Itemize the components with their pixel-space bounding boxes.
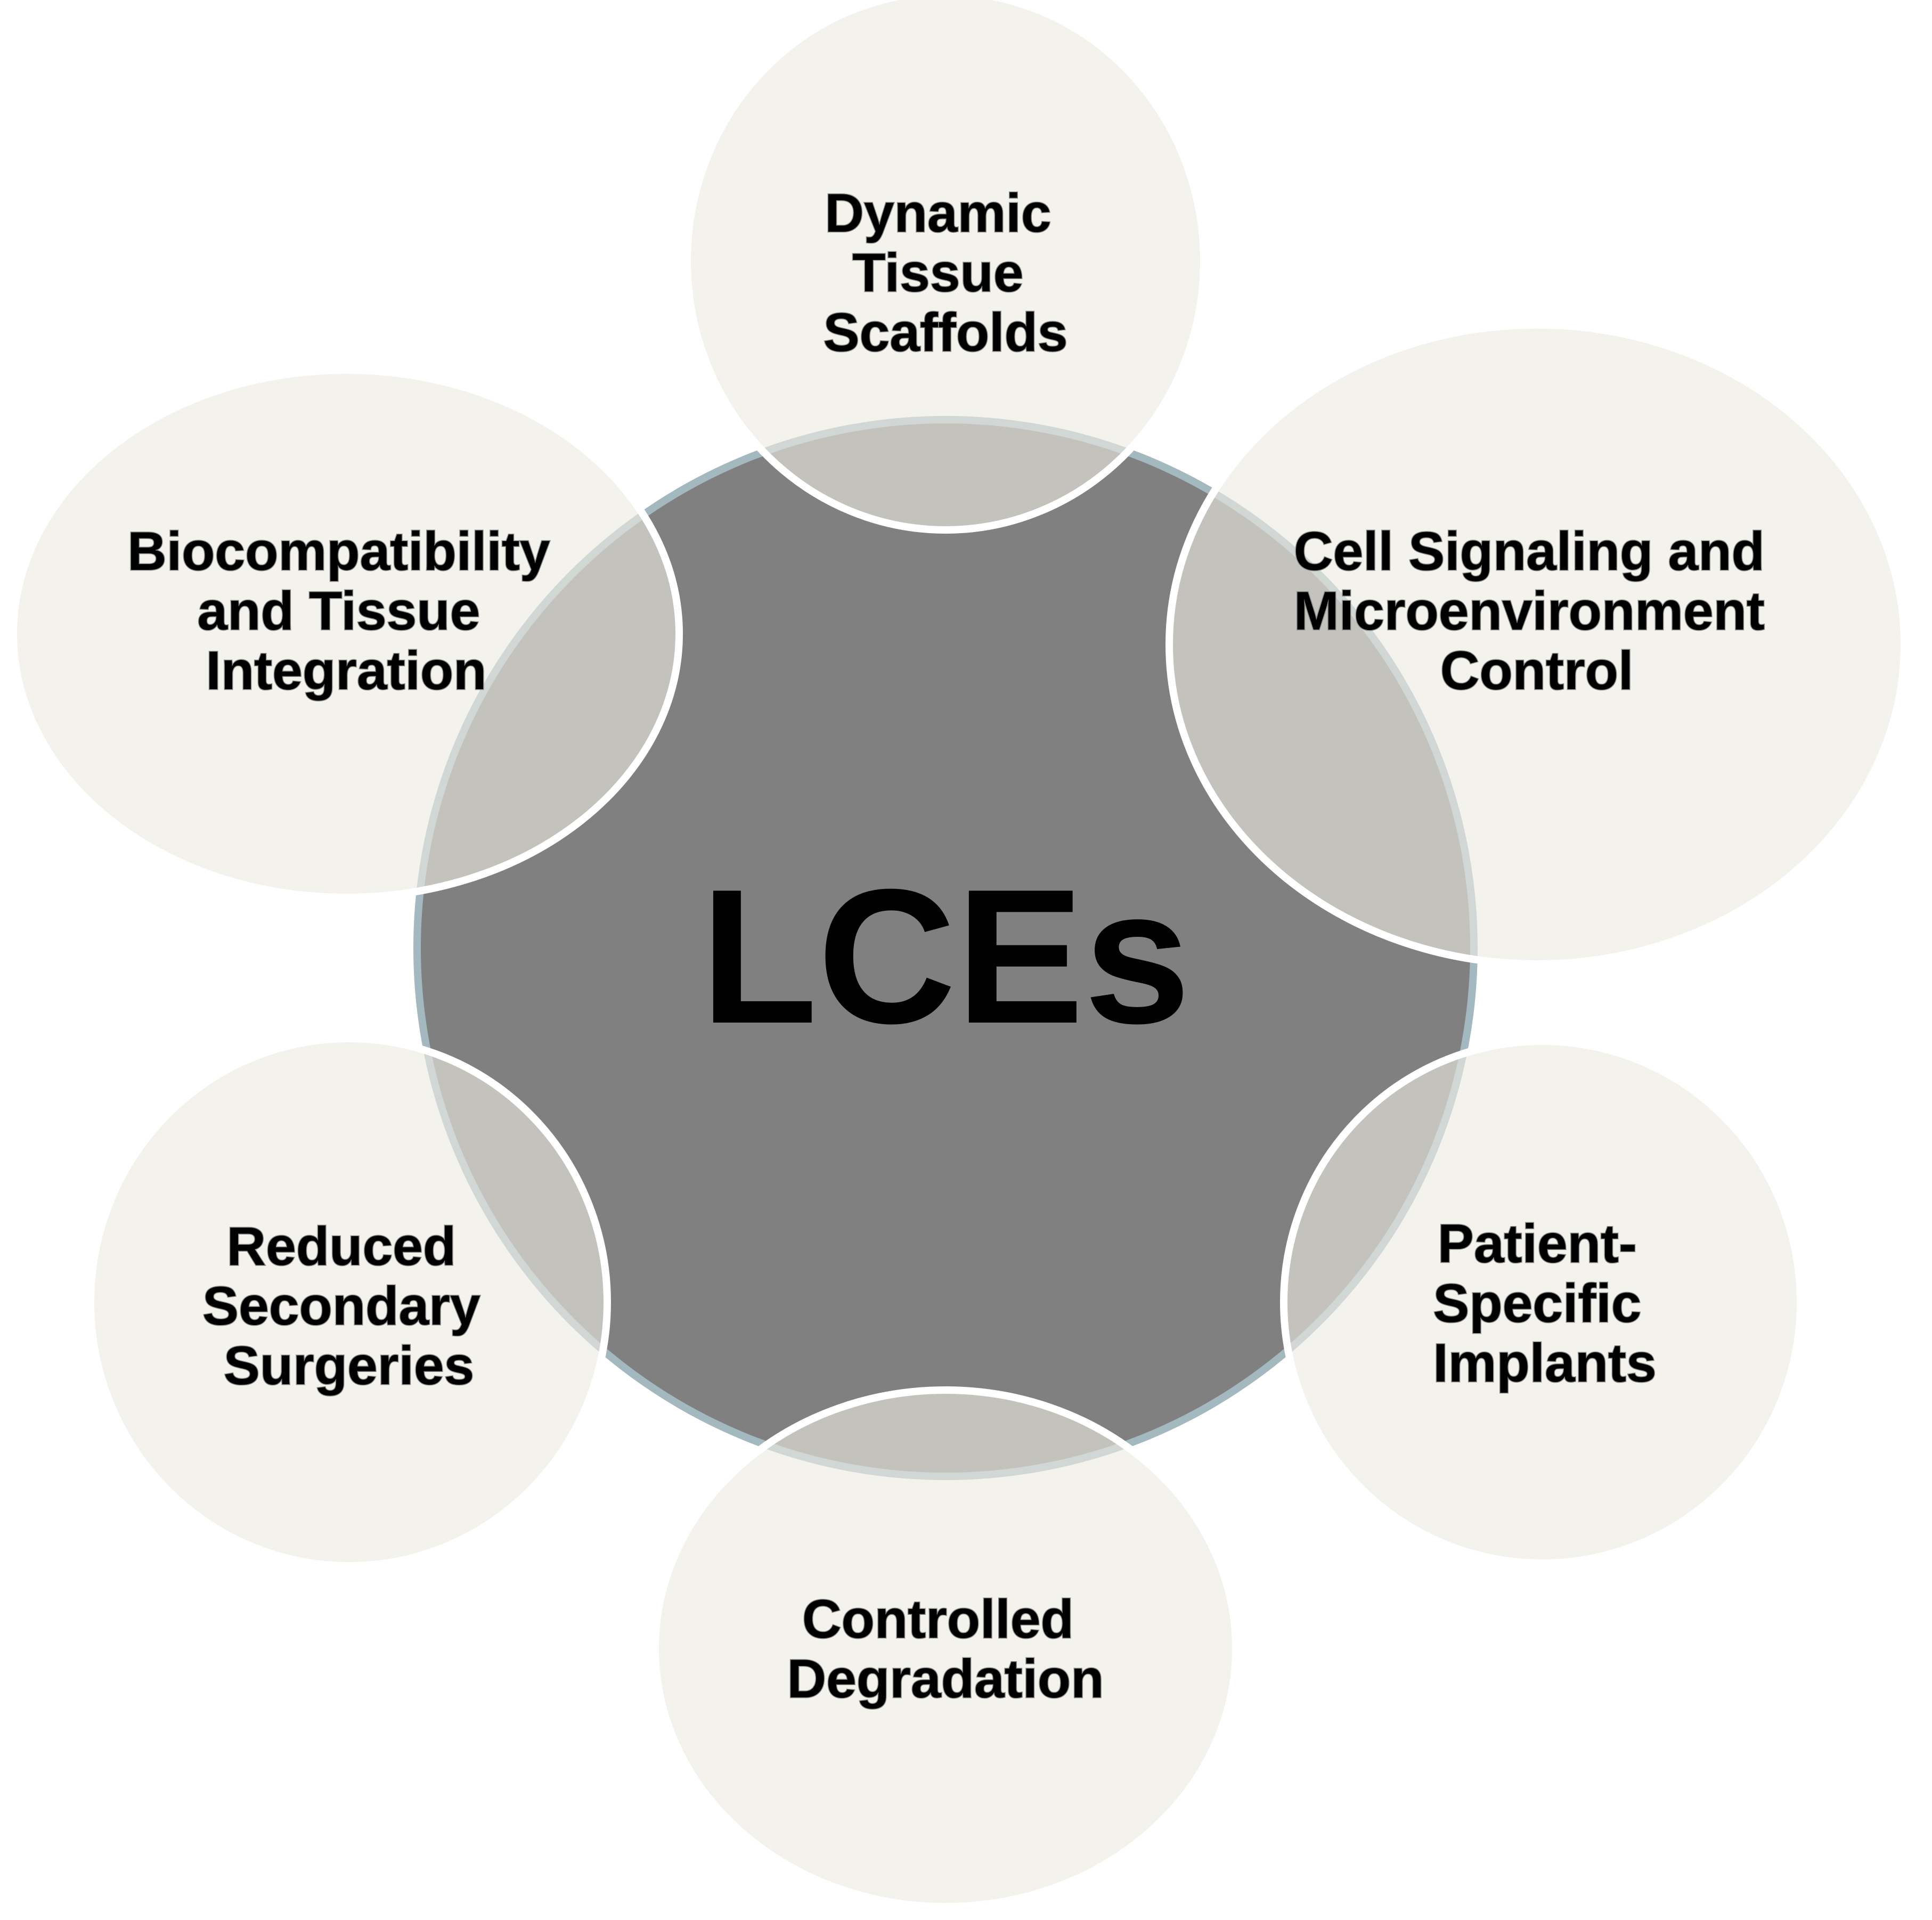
node-cell-signaling: Cell Signaling and Microenvironment Cont… bbox=[1165, 321, 1908, 968]
svg-text:Reduced Secondary: Reduced Secondary Surgeries bbox=[202, 1216, 495, 1396]
node-controlled-degradation-circle bbox=[651, 1386, 1240, 1910]
node-dynamic-tissue-scaffolds-circle bbox=[683, 0, 1208, 534]
svg-text:Cell Signaling and Micro: Cell Signaling and Microenvironment Cont… bbox=[1294, 521, 1780, 701]
svg-text:Controlled Degradation: Controlled Degradation bbox=[787, 1589, 1104, 1709]
node-reduced-secondary-surgeries-line-3: Surgeries bbox=[224, 1335, 475, 1396]
svg-text:Patient- Specific: Patient- Specific Implants bbox=[1433, 1213, 1657, 1393]
node-dynamic-tissue-scaffolds-line-1: Dynamic bbox=[825, 183, 1051, 243]
node-biocompatibility-line-3: Integration bbox=[206, 640, 487, 701]
node-reduced-secondary-surgeries: Reduced Secondary Surgeries bbox=[87, 1035, 611, 1570]
node-biocompatibility-line-2: and Tissue bbox=[197, 581, 480, 641]
node-biocompatibility: Biocompatibility and Tissue Integration bbox=[10, 366, 683, 901]
node-patient-specific-implants-circle bbox=[1280, 1037, 1804, 1567]
node-controlled-degradation: Controlled Degradation bbox=[651, 1386, 1240, 1910]
node-patient-specific-implants: Patient- Specific Implants bbox=[1280, 1037, 1804, 1567]
node-cell-signaling-line-3: Control bbox=[1440, 640, 1634, 701]
node-dynamic-tissue-scaffolds-line-3: Scaffolds bbox=[823, 302, 1067, 363]
node-reduced-secondary-surgeries-line-2: Secondary bbox=[202, 1276, 480, 1336]
svg-text:Biocompatibility and Tis: Biocompatibility and Tissue Integration bbox=[127, 521, 565, 701]
node-controlled-degradation-line-2: Degradation bbox=[787, 1648, 1104, 1709]
node-reduced-secondary-surgeries-line-1: Reduced bbox=[226, 1216, 456, 1277]
node-patient-specific-implants-line-2: Specific bbox=[1433, 1273, 1641, 1334]
node-dynamic-tissue-scaffolds: Dynamic Tissue Scaffolds bbox=[683, 0, 1208, 534]
node-cell-signaling-line-1: Cell Signaling and bbox=[1294, 521, 1765, 582]
node-controlled-degradation-line-1: Controlled bbox=[802, 1589, 1074, 1649]
svg-text:Dynamic Tissue Sca: Dynamic Tissue Scaffolds bbox=[823, 183, 1067, 363]
center-label: LCEs bbox=[700, 849, 1191, 1064]
node-cell-signaling-circle bbox=[1165, 321, 1908, 968]
node-patient-specific-implants-line-1: Patient- bbox=[1438, 1213, 1637, 1274]
node-biocompatibility-circle bbox=[10, 366, 683, 901]
node-cell-signaling-line-2: Microenvironment bbox=[1294, 581, 1765, 641]
node-dynamic-tissue-scaffolds-line-2: Tissue bbox=[852, 242, 1023, 303]
node-reduced-secondary-surgeries-circle bbox=[87, 1035, 611, 1570]
node-biocompatibility-line-1: Biocompatibility bbox=[127, 521, 550, 582]
node-patient-specific-implants-line-3: Implants bbox=[1433, 1333, 1656, 1393]
